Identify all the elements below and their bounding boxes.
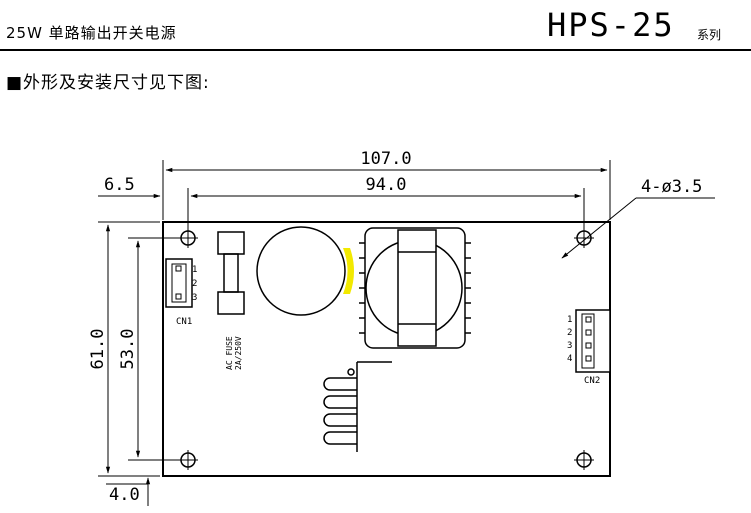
fuse-label-1: AC FUSE [225,336,234,370]
transformer [359,227,471,349]
cn2-pin-2: 2 [567,328,572,338]
mounting-hole-top-left [178,228,198,248]
cn1-pin-1: 1 [192,265,197,275]
cn1-pin-3: 3 [192,293,197,303]
cn2-label: CN2 [584,376,600,386]
cn1-pin-2: 2 [192,279,197,289]
connector-cn2: 1 2 3 4 CN2 [567,309,611,386]
dimension-board-width: 61.0 [88,221,160,477]
model-number: HPS-25 [547,6,675,44]
dimension-label-holes: 4-ø3.5 [641,177,702,197]
dimension-label-6-5: 6.5 [104,175,135,195]
dimension-hole-offset-y: 4.0 [106,477,151,506]
dimension-label-94: 94.0 [366,175,407,195]
dimension-label-53: 53.0 [118,329,138,370]
series-suffix: 系列 [697,28,722,42]
section-title: ■外形及安装尺寸见下图: [6,73,210,93]
mounting-hole-bottom-left [178,450,198,470]
dimension-label-107: 107.0 [360,149,411,169]
mounting-hole-top-right [574,228,594,248]
fuse: AC FUSE 2A/250V [217,231,245,370]
cn1-label: CN1 [176,317,192,327]
dimension-label-4: 4.0 [109,485,140,505]
header-divider [0,49,751,51]
mounting-hole-bottom-right [574,450,594,470]
fuse-label-2: 2A/250V [234,336,243,370]
dimension-board-length: 107.0 [162,149,611,220]
dimension-mount-holes: 4-ø3.5 [561,177,715,259]
dimension-hole-spacing-x: 94.0 [187,175,585,228]
cn2-pin-1: 1 [567,315,572,325]
heatsink [323,361,392,452]
dimension-label-61: 61.0 [88,329,108,370]
connector-cn1: 1 2 3 CN1 [165,258,197,327]
dimension-hole-offset-x: 6.5 [98,175,161,199]
dimension-hole-spacing-y: 53.0 [118,237,180,461]
product-line-title: 25W 单路输出开关电源 [6,24,177,42]
cn2-pin-3: 3 [567,341,572,351]
cn2-pin-4: 4 [567,354,572,364]
capacitor [256,226,354,316]
